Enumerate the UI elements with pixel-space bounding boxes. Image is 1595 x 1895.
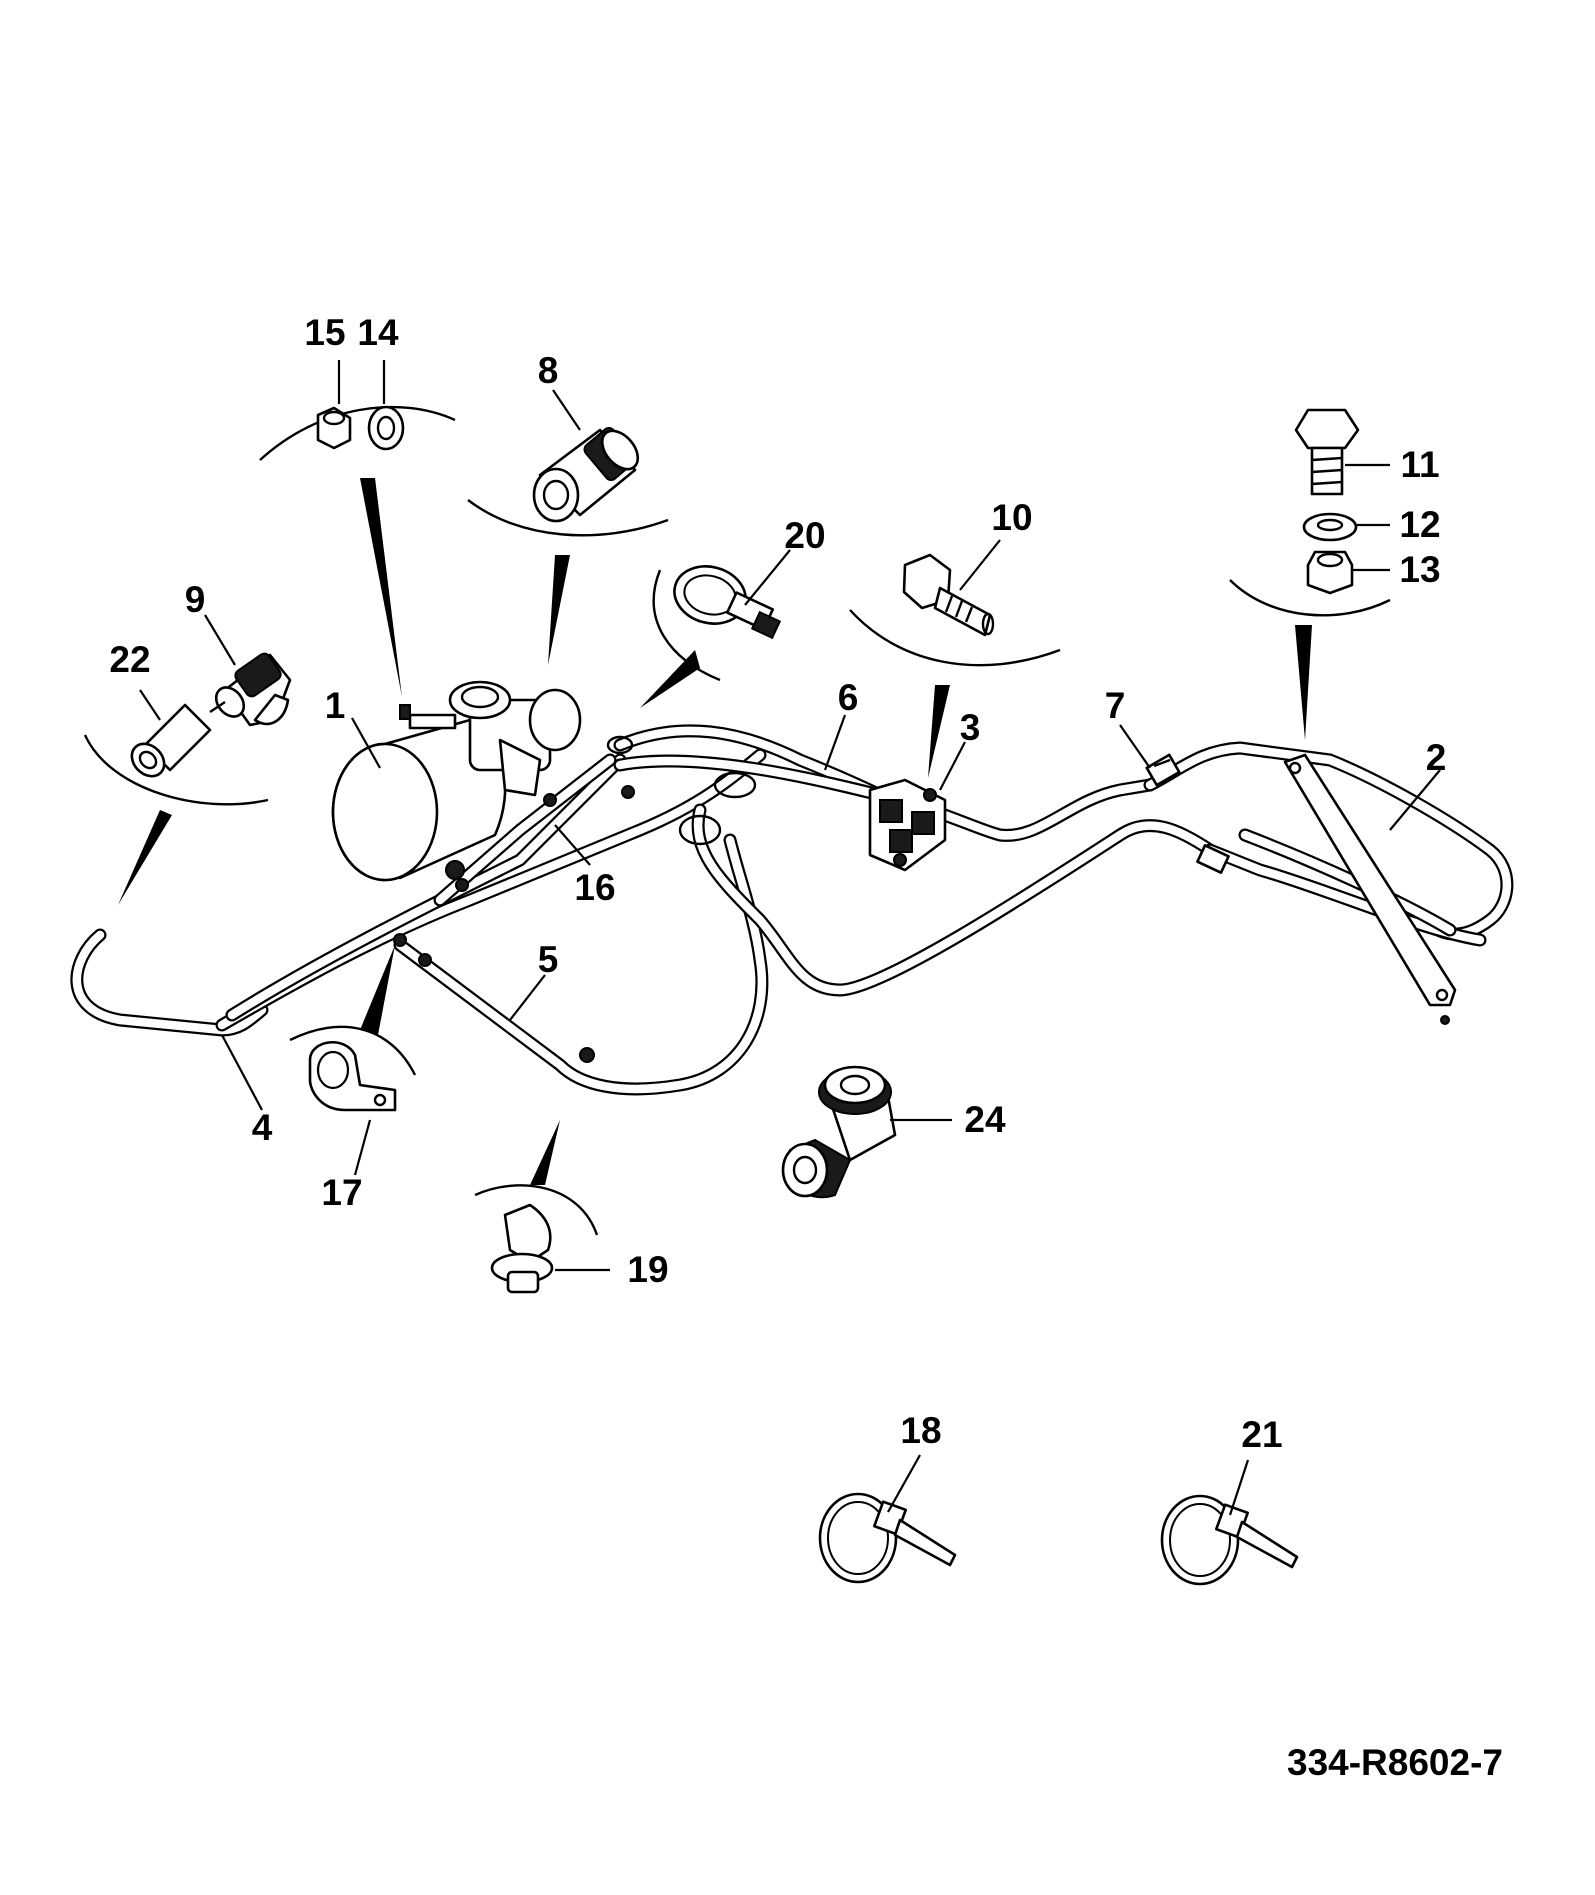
callout-8: 8 [538, 350, 559, 391]
detail-group-19 [474, 1120, 610, 1294]
bracket-2 [1283, 753, 1457, 1025]
callout-1: 1 [325, 685, 346, 726]
callout-2: 2 [1426, 737, 1447, 778]
cable-tie-18 [818, 1454, 957, 1584]
callout-18: 18 [900, 1410, 941, 1451]
cable-tie-21 [1160, 1459, 1299, 1586]
washer-14 [367, 405, 405, 451]
callout-12: 12 [1399, 504, 1440, 545]
callout-7: 7 [1105, 685, 1126, 726]
fitting-9 [209, 652, 292, 727]
callout-labels: 1 2 3 4 5 6 7 8 9 10 11 12 13 14 15 16 1… [109, 312, 1446, 1455]
callout-16: 16 [574, 867, 615, 908]
callout-20: 20 [784, 515, 825, 556]
elbow-fitting-24 [781, 1065, 952, 1199]
bolt-11 [1294, 408, 1360, 496]
bolt-10 [902, 553, 995, 637]
callout-13: 13 [1399, 549, 1440, 590]
callout-11: 11 [1400, 444, 1439, 485]
air-dryer-unit-1 [331, 680, 582, 882]
detail-group-9-22 [83, 614, 292, 905]
detail-group-8 [467, 389, 669, 665]
callout-9: 9 [185, 579, 206, 620]
clip-20 [673, 565, 782, 640]
fitting-pipe-2 [1196, 844, 1230, 874]
callout-14: 14 [357, 312, 399, 353]
callout-19: 19 [627, 1249, 668, 1290]
fitting-8 [532, 427, 640, 523]
callout-4: 4 [252, 1107, 273, 1148]
callout-10: 10 [991, 497, 1032, 538]
fitting-7 [1145, 753, 1181, 787]
pipe-middle-run [691, 803, 1217, 997]
fitting-22 [130, 703, 212, 778]
detail-group-17 [289, 945, 417, 1176]
callout-3: 3 [960, 707, 981, 748]
clip-19 [490, 1203, 554, 1294]
nut-15 [316, 406, 352, 450]
callout-6: 6 [838, 677, 859, 718]
detail-group-10 [849, 539, 1061, 778]
callout-21: 21 [1241, 1414, 1282, 1455]
valve-3 [868, 778, 947, 872]
callout-15: 15 [304, 312, 345, 353]
callout-5: 5 [538, 939, 559, 980]
pipe-clips [393, 735, 757, 1063]
callout-24: 24 [964, 1099, 1006, 1140]
detail-group-20 [640, 549, 791, 708]
pipe-network [70, 724, 1514, 1096]
detail-group-11-12-13 [1229, 408, 1391, 740]
drawing-reference-number: 334-R8602-7 [1287, 1742, 1503, 1783]
callout-22: 22 [109, 639, 150, 680]
washer-12 [1302, 512, 1358, 542]
detail-group-15-14 [259, 360, 456, 697]
leader-lines [221, 714, 1441, 1111]
clamp-17 [308, 1040, 397, 1112]
nut-13 [1306, 550, 1354, 595]
callout-17: 17 [321, 1172, 362, 1213]
